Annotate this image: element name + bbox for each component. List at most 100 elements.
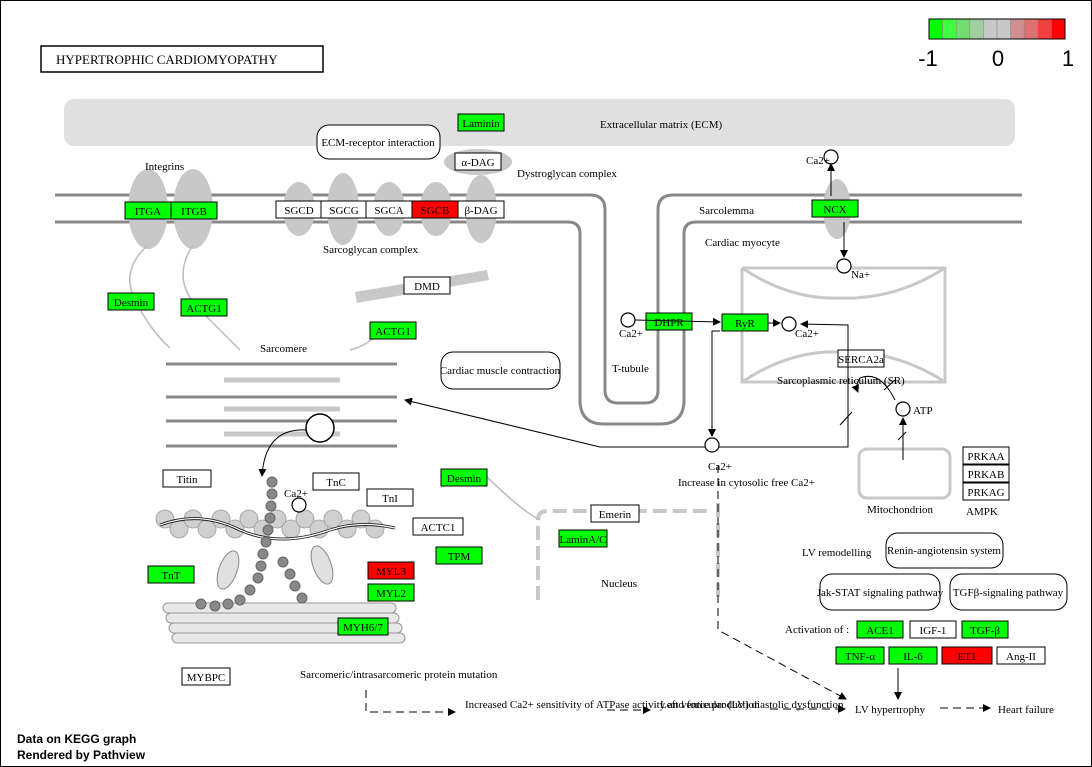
gene-label: LaminA/C: [559, 534, 606, 546]
gene-label: Titin: [176, 474, 198, 486]
gene-label: IGF-1: [920, 625, 947, 637]
pathway-ecm-receptor: ECM-receptor interaction: [321, 137, 435, 149]
gene-label: TGF-β: [970, 625, 1000, 637]
gene-box-tnt: TnT: [147, 565, 195, 584]
legend-swatch: [955, 18, 971, 40]
gene-box-sgcd: SGCD: [275, 200, 323, 219]
gene-box-itgb: ITGB: [170, 201, 218, 220]
edges: [365, 163, 991, 716]
gene-box-itga: ITGA: [124, 201, 172, 220]
cytosolic-ca-label: Increase in cytosolic free Ca2+: [678, 477, 815, 489]
svg-text:Activation of :: Activation of :: [785, 624, 849, 636]
pathway-box-labels: ECM-receptor interaction Cardiac muscle …: [321, 137, 1063, 599]
gene-label: SGCB: [421, 205, 450, 217]
gene-label: MYBPC: [187, 672, 226, 684]
gene-box--dag: β-DAG: [457, 200, 505, 219]
diastolic-label: Left venticular (LV) diastolic dysfuncti…: [660, 699, 844, 711]
legend-swatch: [969, 18, 984, 40]
svg-text:Heart failure: Heart failure: [998, 704, 1054, 716]
gene-box-tni: TnI: [366, 488, 414, 507]
gene-box-prkag: PRKAG: [962, 482, 1010, 501]
svg-text:Sarcolemma: Sarcolemma: [699, 205, 754, 217]
actin-filament: [155, 509, 396, 541]
gene-box-myl3: MYL3: [367, 561, 415, 580]
gene-box-ryr: RyR: [721, 313, 769, 332]
footer-line2: Rendered by Pathview: [17, 748, 146, 762]
pathway-renin: Renin-angiotensin system: [887, 545, 1001, 557]
pathway-muscle-contraction: Cardiac muscle contraction: [440, 365, 561, 377]
svg-text:Nucleus: Nucleus: [601, 578, 637, 590]
legend-swatch: [942, 18, 957, 40]
gene-label: SGCD: [284, 205, 313, 217]
compounds: [291, 149, 911, 513]
gene-label: ACTG1: [375, 326, 410, 338]
gene-label: SGCG: [329, 205, 358, 217]
legend-max-label: 1: [1062, 46, 1074, 71]
svg-text:Cardiac myocyte: Cardiac myocyte: [705, 237, 780, 249]
svg-text:Ca2+: Ca2+: [708, 461, 732, 473]
gene-label: TNF-α: [845, 651, 875, 663]
legend-min-label: -1: [918, 46, 938, 71]
gene-label: Desmin: [447, 473, 482, 485]
ecm-band: [64, 99, 1015, 146]
myosin-heads: [216, 545, 334, 590]
gene-label: PRKAG: [967, 487, 1004, 499]
protein-mutation-label: Sarcomeric/intrasarcomeric protein mutat…: [300, 669, 498, 681]
gene-box-actg1: ACTG1: [180, 298, 228, 317]
gene-label: ACE1: [866, 625, 894, 637]
pathway-title: HYPERTROPHIC CARDIOMYOPATHY: [40, 45, 324, 73]
legend-swatch: [928, 18, 943, 40]
gene-label: PRKAB: [968, 469, 1005, 481]
diagram-labels: Integrins Dystroglycan complex Sarcoglyc…: [145, 155, 1054, 716]
gene-label: ITGB: [181, 206, 207, 218]
gene-label: ACTG1: [186, 303, 221, 315]
gene-box-desmin: Desmin: [107, 292, 155, 311]
legend-swatch: [1010, 18, 1025, 40]
gene-box-emerin: Emerin: [590, 504, 640, 523]
legend-swatch: [1023, 18, 1039, 40]
gene-label: PRKAA: [967, 451, 1004, 463]
gene-box-tnf-: TNF-α: [835, 646, 885, 665]
gene-label: IL-6: [903, 651, 923, 663]
gene-box-lamina-c: LaminA/C: [558, 529, 608, 548]
dystroglycan-label: Dystroglycan complex: [517, 168, 617, 180]
pathway-jak-stat: Jak-STAT signaling pathway: [817, 587, 944, 599]
gene-box-dmd: DMD: [403, 276, 451, 295]
svg-text:Mitochondrion: Mitochondrion: [867, 504, 933, 516]
gene-box-ang-ii: Ang-II: [996, 646, 1046, 665]
gene-box-desmin: Desmin: [440, 468, 488, 487]
gene-label: TnT: [162, 570, 181, 582]
gene-label: TnC: [326, 477, 346, 489]
legend-mid-label: 0: [992, 46, 1004, 71]
color-legend: -1 0 1: [918, 18, 1074, 71]
svg-text:Sarcomere: Sarcomere: [260, 343, 307, 355]
gene-label: MYL3: [376, 566, 406, 578]
svg-text:HYPERTROPHIC CARDIOMYOPATHY: HYPERTROPHIC CARDIOMYOPATHY: [56, 52, 278, 67]
ca-sensitivity-label: Increased Ca2+ sensitivity of ATPase act…: [465, 699, 760, 711]
svg-text:Na+: Na+: [851, 269, 870, 281]
gene-box--dag: α-DAG: [454, 152, 502, 171]
gene-label: MYH6/7: [343, 622, 383, 634]
gene-label: TnI: [382, 493, 398, 505]
gene-box-sgcg: SGCG: [320, 200, 368, 219]
gene-box-sgcb: SGCB: [411, 200, 459, 219]
svg-text:LV hypertrophy: LV hypertrophy: [855, 704, 925, 716]
svg-text:LV remodelling: LV remodelling: [802, 547, 872, 559]
svg-text:ATP: ATP: [913, 405, 933, 417]
gene-box-tnc: TnC: [312, 472, 360, 491]
gene-box-serca2a: SERCA2a: [837, 349, 885, 368]
gene-box-myh6-7: MYH6/7: [337, 617, 389, 636]
gene-label: NCX: [823, 204, 846, 216]
svg-text:AMPK: AMPK: [966, 506, 998, 518]
gene-label: Desmin: [114, 297, 149, 309]
gene-box-sgca: SGCA: [365, 200, 413, 219]
gene-box-dhpr: DHPR: [645, 312, 693, 331]
gene-box-ace1: ACE1: [856, 620, 904, 639]
gene-box-tgf-: TGF-β: [961, 620, 1009, 639]
svg-text:Ca2+: Ca2+: [619, 328, 643, 340]
gene-label: SGCA: [374, 205, 403, 217]
gene-box-igf-1: IGF-1: [909, 620, 957, 639]
gene-box-prkab: PRKAB: [962, 464, 1010, 483]
sarcolemma-membrane: [55, 193, 1022, 426]
